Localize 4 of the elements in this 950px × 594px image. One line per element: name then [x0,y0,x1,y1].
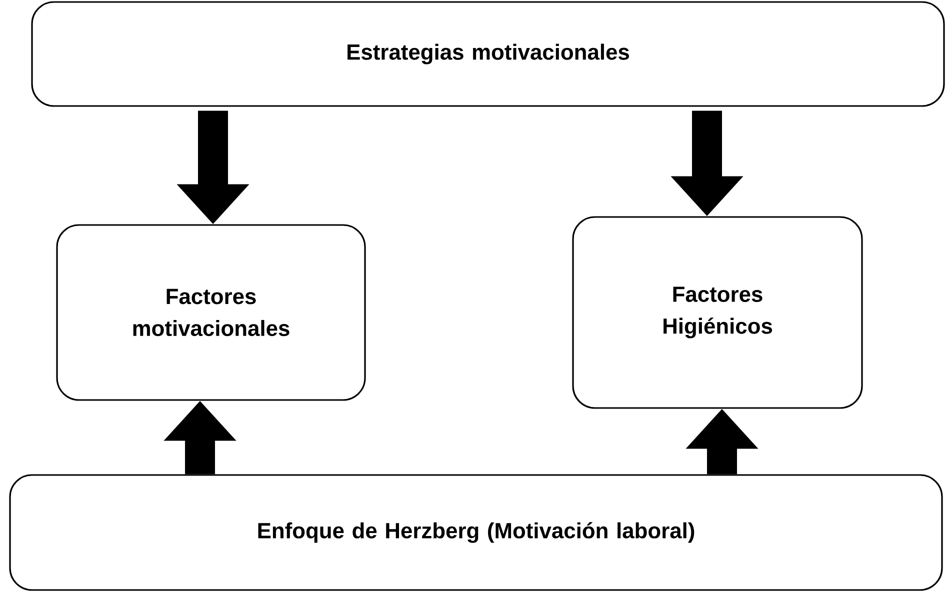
rounded-box: Factores Higiénicos [572,216,863,409]
rounded-box: Estrategias motivacionales [31,1,945,107]
rounded-box: Enfoque de Herzberg (Motivación laboral) [9,474,943,591]
rounded-box: Factores motivacionales [56,224,366,401]
